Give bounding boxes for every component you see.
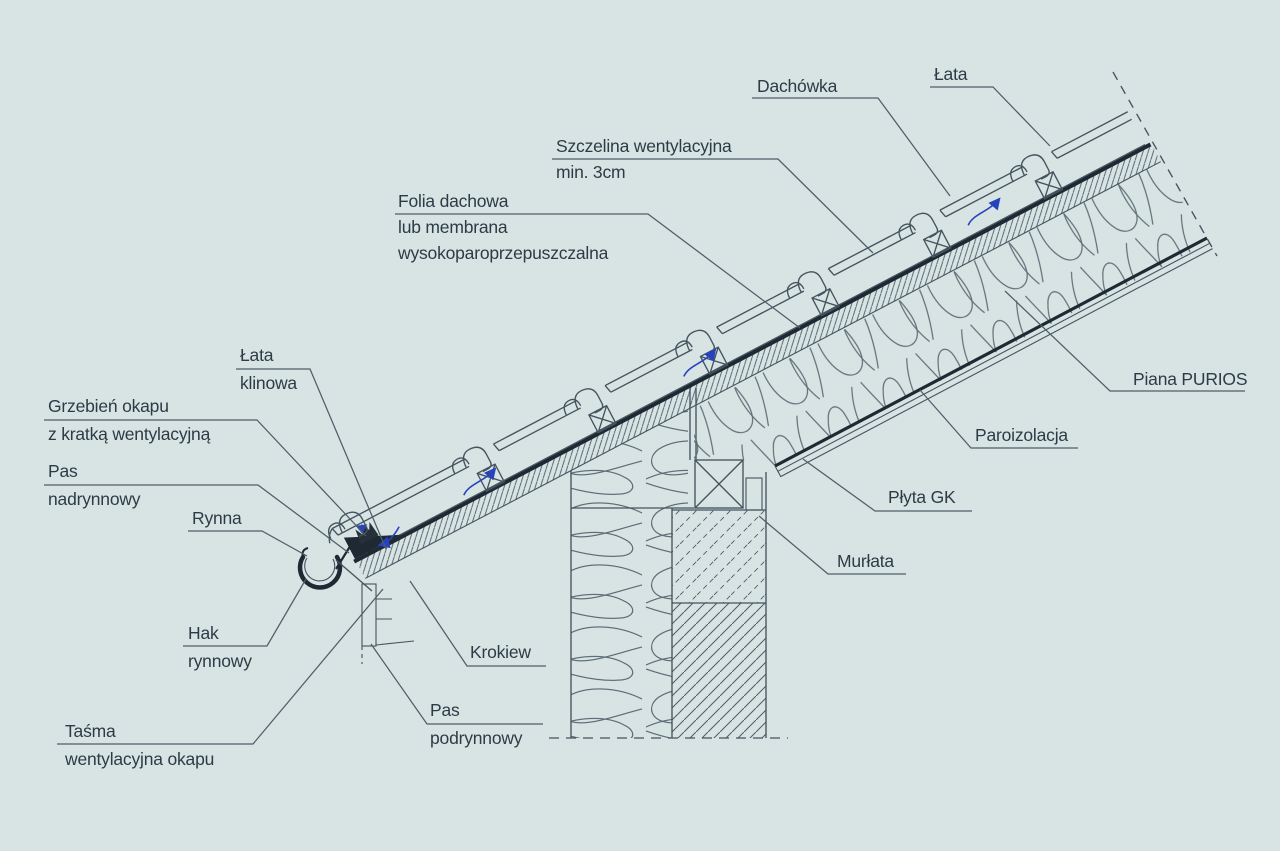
leader-tasma bbox=[57, 588, 384, 745]
airflow-arrow bbox=[463, 467, 497, 496]
wall-section bbox=[549, 385, 788, 739]
label-plyta-gk: Płyta GK bbox=[802, 458, 972, 512]
ring-beam bbox=[672, 510, 766, 603]
gutter-profile bbox=[297, 554, 343, 590]
airflow-arrow bbox=[967, 197, 1001, 226]
roof-slope-assembly bbox=[323, 111, 1161, 579]
label-paroizolacja: Paroizolacja bbox=[919, 389, 1078, 449]
label-krokiew-text: Krokiew bbox=[470, 642, 531, 662]
label-folia: Folia dachowa lub membrana wysokoparoprz… bbox=[395, 191, 801, 329]
wall-insulation-wedge bbox=[571, 409, 688, 508]
rafter-bottom-line bbox=[364, 161, 1161, 579]
wall-outlines bbox=[570, 385, 767, 738]
label-lata: Łata bbox=[930, 64, 1051, 147]
labels: Dachówka Łata Szczelina wentylacyjna min… bbox=[44, 64, 1248, 769]
label-hak-line1: Hak bbox=[188, 623, 219, 643]
label-lata-klinowa-line2: klinowa bbox=[240, 373, 297, 393]
leader-grzebien bbox=[44, 419, 367, 537]
leader-piana bbox=[1004, 290, 1245, 392]
label-murlata-text: Murłata bbox=[837, 551, 894, 571]
label-krokiew: Krokiew bbox=[409, 580, 546, 667]
label-plyta-gk-text: Płyta GK bbox=[888, 487, 956, 507]
airflow-arrows bbox=[377, 197, 1001, 549]
label-tasma: Taśma wentylacyjna okapu bbox=[57, 588, 384, 769]
leader-lata-klinowa bbox=[236, 368, 387, 550]
leader-paroizolacja bbox=[919, 389, 1078, 449]
leader-pas-nadrynnowy bbox=[44, 484, 350, 554]
label-dachowka-text: Dachówka bbox=[757, 76, 838, 96]
membrane-line bbox=[353, 142, 1152, 564]
under-gutter-strip bbox=[361, 583, 377, 647]
label-hak: Hak rynnowy bbox=[183, 578, 307, 671]
leader-krokiew bbox=[409, 580, 546, 667]
label-pas-podrynnowy-line1: Pas bbox=[430, 700, 460, 720]
label-lata-klinowa: Łata klinowa bbox=[236, 345, 387, 550]
gutter-lip-curl bbox=[301, 547, 309, 558]
eave-gutter-detail bbox=[297, 546, 415, 664]
label-lata-text: Łata bbox=[934, 64, 968, 84]
eave-comb bbox=[355, 521, 379, 545]
gutter-hook-arc bbox=[304, 557, 336, 582]
label-rynna: Rynna bbox=[188, 508, 308, 557]
label-dachowka: Dachówka bbox=[752, 76, 951, 197]
label-szczelina-line1: Szczelina wentylacyjna bbox=[556, 136, 732, 156]
gk-board-lines bbox=[774, 242, 1213, 478]
label-folia-line3: wysokoparoprzepuszczalna bbox=[397, 243, 609, 263]
label-lata-klinowa-line1: Łata bbox=[240, 345, 274, 365]
label-tasma-line2: wentylacyjna okapu bbox=[64, 749, 214, 769]
leader-szczelina bbox=[552, 158, 874, 254]
strip-details bbox=[375, 598, 415, 646]
membrane-top-line bbox=[379, 144, 1146, 546]
label-szczelina-line2: min. 3cm bbox=[556, 162, 625, 182]
wall-insulation-column bbox=[571, 508, 672, 738]
gk-edge-block bbox=[745, 477, 763, 511]
airflow-arrow bbox=[683, 348, 717, 377]
label-pas-podrynnowy: Pas podrynnowy bbox=[370, 643, 543, 748]
label-rynna-text: Rynna bbox=[192, 508, 242, 528]
label-grzebien-line1: Grzebień okapu bbox=[48, 396, 169, 416]
leader-lata bbox=[930, 86, 1051, 147]
label-tasma-line1: Taśma bbox=[65, 721, 116, 741]
label-szczelina: Szczelina wentylacyjna min. 3cm bbox=[552, 136, 874, 254]
murlata-wall-plate bbox=[694, 459, 744, 509]
rafter-band bbox=[356, 144, 1161, 579]
leader-pas-podrynnowy bbox=[370, 643, 543, 725]
label-grzebien: Grzebień okapu z kratką wentylacyjną bbox=[44, 396, 367, 537]
leader-plyta-gk bbox=[802, 458, 972, 512]
label-pas-podrynnowy-line2: podrynnowy bbox=[430, 728, 523, 748]
roof-tiles bbox=[323, 111, 1132, 550]
vapour-barrier-line bbox=[774, 236, 1208, 468]
label-grzebien-line2: z kratką wentylacyjną bbox=[48, 424, 211, 444]
label-hak-line2: rynnowy bbox=[188, 651, 252, 671]
label-folia-line1: Folia dachowa bbox=[398, 191, 509, 211]
masonry-wall bbox=[672, 603, 766, 738]
label-pas-nadrynnowy-line2: nadrynnowy bbox=[48, 489, 141, 509]
section-cut-line bbox=[1112, 71, 1218, 257]
label-piana-text: Piana PURIOS bbox=[1133, 369, 1247, 389]
label-pas-nadrynnowy-line1: Pas bbox=[48, 461, 78, 481]
leader-dachowka bbox=[752, 97, 951, 197]
leader-folia bbox=[395, 213, 801, 329]
label-folia-line2: lub membrana bbox=[398, 217, 508, 237]
roof-foam-insulation bbox=[694, 164, 1210, 466]
ceiling-band bbox=[694, 164, 1213, 478]
label-paroizolacja-text: Paroizolacja bbox=[975, 425, 1068, 445]
leader-rynna bbox=[188, 530, 308, 557]
label-piana: Piana PURIOS bbox=[1004, 290, 1248, 392]
airflow-arrow-eave bbox=[377, 526, 400, 549]
leader-hak bbox=[183, 578, 307, 647]
label-murlata: Murłata bbox=[758, 515, 906, 575]
label-pas-nadrynnowy: Pas nadrynnowy bbox=[44, 461, 350, 554]
gutter-hook-arm bbox=[335, 559, 373, 592]
leader-murlata bbox=[758, 515, 906, 575]
comb-airflow-arrowhead bbox=[355, 524, 368, 534]
